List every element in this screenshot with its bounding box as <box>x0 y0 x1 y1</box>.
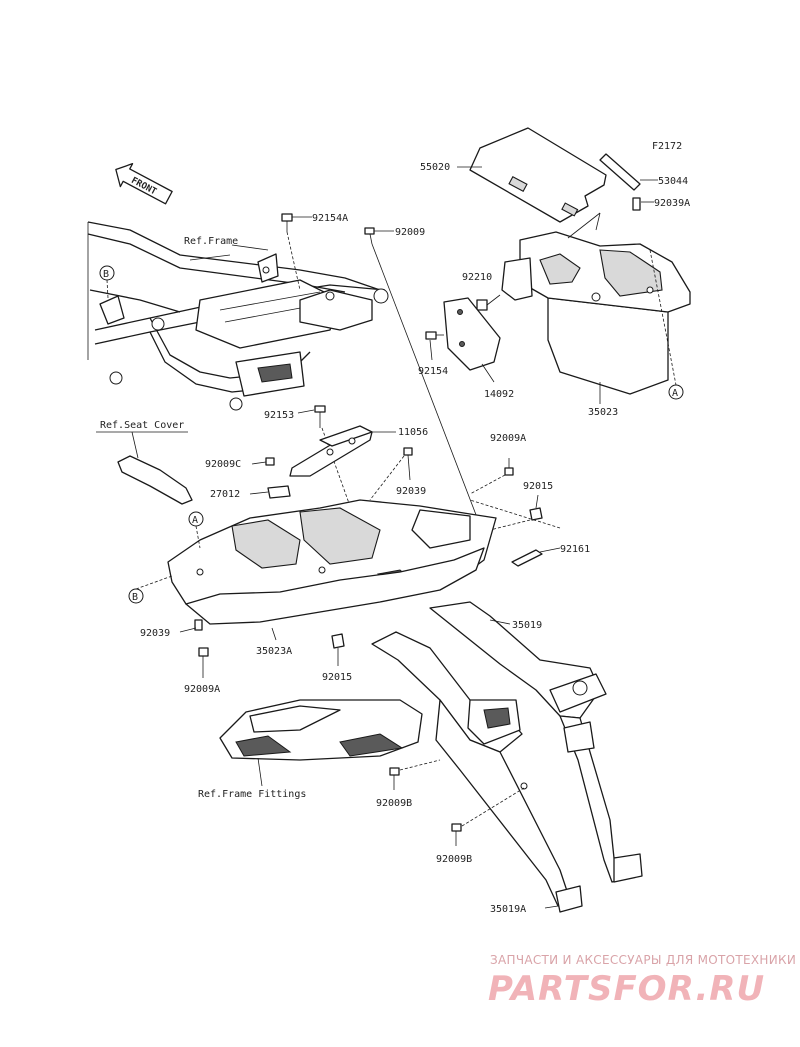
screw-92009c-icon <box>265 457 275 466</box>
part-35019-bracket <box>429 601 643 883</box>
part-11056-bracket <box>289 425 373 477</box>
ref-frame: Ref.Frame <box>184 236 238 247</box>
label-27012: 27012 <box>210 489 240 500</box>
label-92154: 92154 <box>418 366 448 377</box>
part-27012-clip <box>267 485 291 499</box>
screw-92039-left-icon <box>194 619 203 631</box>
label-92153: 92153 <box>264 410 294 421</box>
screw-92009b-1-icon <box>389 767 400 776</box>
screw-92009a-mid-icon <box>504 467 514 476</box>
label-92039-left: 92039 <box>140 628 170 639</box>
label-92009a-low: 92009A <box>184 684 220 695</box>
label-14092: 14092 <box>484 389 514 400</box>
label-92015-low: 92015 <box>322 672 352 683</box>
seat-cover-ref-shape <box>117 455 193 505</box>
ref-seat-cover: Ref.Seat Cover <box>100 420 184 431</box>
clip-92015-low-icon <box>331 633 345 649</box>
label-53044: 53044 <box>658 176 688 187</box>
marker-a-low-label: A <box>192 515 198 526</box>
watermark-brand: PARTSFOR.RU <box>488 969 765 1009</box>
label-92009: 92009 <box>395 227 425 238</box>
label-35023a: 35023A <box>256 646 292 657</box>
screw-92009b-2-icon <box>451 823 462 832</box>
frame-fittings-ref-shape <box>219 699 423 761</box>
label-92009b-2: 92009B <box>436 854 472 865</box>
screw-92154-icon <box>425 331 444 340</box>
watermark-tagline: ЗАПЧАСТИ И АКСЕССУАРЫ ДЛЯ МОТОТЕХНИКИ <box>490 953 796 967</box>
part-55020-pad <box>469 127 607 223</box>
screw-92009-icon <box>364 227 375 245</box>
screw-92039a-top-icon <box>632 197 641 211</box>
marker-a-top-label: A <box>672 388 678 399</box>
label-92210: 92210 <box>462 272 492 283</box>
figure-code: F2172 <box>652 141 682 152</box>
label-92039-mid: 92039 <box>396 486 426 497</box>
marker-a-top <box>668 384 684 400</box>
marker-b-low-label: B <box>132 592 138 603</box>
label-35023: 35023 <box>588 407 618 418</box>
label-92161: 92161 <box>560 544 590 555</box>
part-35019a-bracket <box>371 631 583 913</box>
label-92009a-mid: 92009A <box>490 433 526 444</box>
label-55020: 55020 <box>420 162 450 173</box>
part-53044-rod <box>599 153 641 191</box>
ref-frame-fittings: Ref.Frame Fittings <box>198 789 306 800</box>
label-92009c: 92009C <box>205 459 241 470</box>
label-92015-right: 92015 <box>523 481 553 492</box>
frame-assembly <box>87 221 389 411</box>
label-92039a-top: 92039A <box>654 198 690 209</box>
part-92161-pad <box>511 549 543 567</box>
screw-92039-mid-icon <box>403 447 413 456</box>
clip-92015-right-icon <box>529 507 543 521</box>
screw-92154a-icon <box>281 213 293 232</box>
label-11056: 11056 <box>398 427 428 438</box>
front-arrow-icon: FRONT <box>115 163 173 205</box>
screw-92153-icon <box>314 405 326 428</box>
screw-92009a-low-icon <box>198 647 209 657</box>
part-35023a-undertray <box>167 499 497 625</box>
marker-b-top-label: B <box>103 269 109 280</box>
label-35019: 35019 <box>512 620 542 631</box>
part-92210-collar <box>476 299 488 311</box>
label-92009b-1: 92009B <box>376 798 412 809</box>
part-35023-tray <box>501 212 691 395</box>
label-92154a: 92154A <box>312 213 348 224</box>
label-35019a: 35019A <box>490 904 526 915</box>
part-14092-cover <box>443 297 501 371</box>
